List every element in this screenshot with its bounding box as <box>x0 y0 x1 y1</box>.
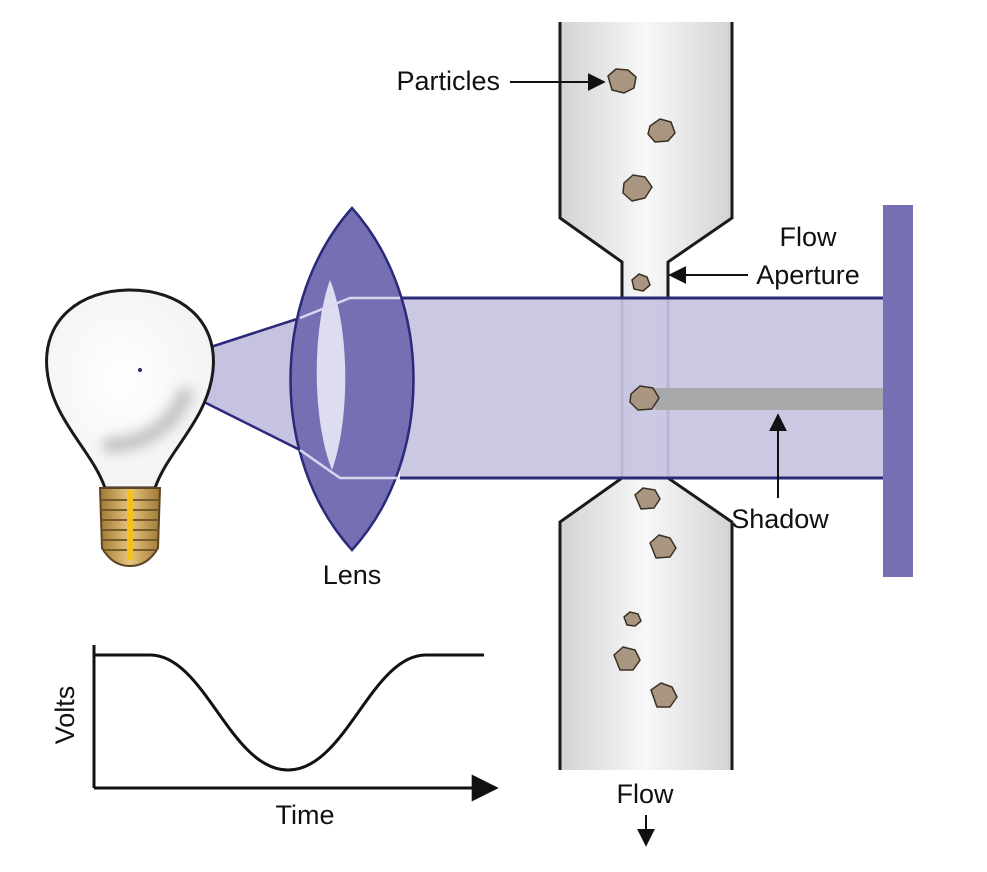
particle <box>647 118 676 143</box>
particle <box>623 611 642 627</box>
flow-aperture-label-line1: Flow <box>779 222 837 252</box>
signal-graph <box>92 645 499 802</box>
volts-axis-label: Volts <box>50 686 80 745</box>
shadow-band <box>655 388 885 410</box>
detector-plate-icon <box>883 205 913 577</box>
flow-aperture-label-line2: Aperture <box>756 260 860 290</box>
convex-lens-icon <box>289 206 415 552</box>
particles-label: Particles <box>396 66 500 96</box>
particle <box>634 487 661 510</box>
particle <box>607 68 637 94</box>
particle <box>650 682 678 708</box>
particle <box>631 273 651 292</box>
flow-label: Flow <box>616 779 674 809</box>
particle <box>629 385 660 411</box>
particles <box>607 68 678 708</box>
shadow-label: Shadow <box>731 504 829 534</box>
lens-label: Lens <box>323 560 382 590</box>
time-axis-label: Time <box>276 800 335 830</box>
light-bulb-icon <box>45 288 215 568</box>
particle <box>613 646 641 671</box>
particle <box>622 174 653 202</box>
voltage-curve <box>94 653 484 772</box>
particle <box>649 534 677 559</box>
